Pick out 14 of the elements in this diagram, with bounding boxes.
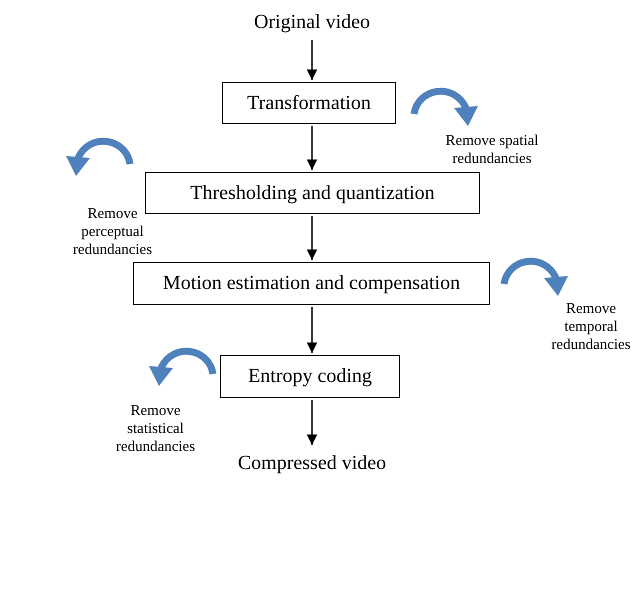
side-note: Remove spatial redundancies [444, 132, 540, 168]
arrow [306, 40, 318, 80]
process-box: Entropy coding [220, 355, 400, 398]
side-note: Remove temporal redundancies [550, 300, 632, 354]
arrow [306, 400, 318, 445]
flow-label: Original video [232, 6, 392, 38]
side-note: Remove statistical redundancies [114, 402, 196, 456]
arrow [306, 126, 318, 170]
arrow [306, 307, 318, 353]
arrow [306, 216, 318, 260]
process-box: Transformation [222, 82, 396, 124]
process-box: Motion estimation and compensation [133, 262, 490, 305]
process-box: Thresholding and quantization [145, 172, 480, 214]
flow-label: Compressed video [222, 447, 402, 479]
